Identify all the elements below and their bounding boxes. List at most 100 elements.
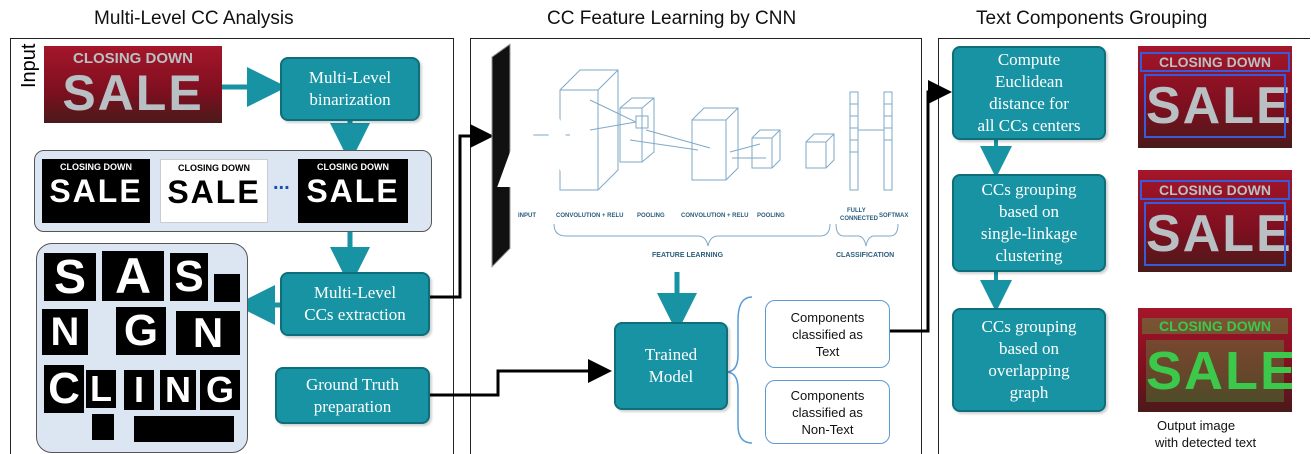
binarized-1-top: CLOSING DOWN: [60, 162, 132, 172]
binarized-ellipsis: ...: [273, 172, 290, 194]
output-caption-1: Output image: [1157, 418, 1236, 433]
cnn-label-feature-learning: FEATURE LEARNING: [652, 252, 724, 259]
component-blob-1: [92, 414, 114, 440]
cnn-fc-column: [849, 91, 859, 191]
cc-extraction-step: Multi-Level CCs extraction: [280, 272, 430, 336]
classification-brace: [725, 296, 753, 444]
ground-truth-line-2: preparation: [313, 396, 392, 416]
cnn-class-bracket: [835, 223, 899, 247]
component-l: L: [86, 370, 116, 408]
cnn-link-2: [589, 99, 637, 123]
connector-groundtruth-to-model: [430, 359, 612, 397]
cnn-label-softmax: SOFTMAX: [879, 213, 909, 219]
text-box-line-1: Components: [790, 309, 865, 325]
cnn-pool1-block: [619, 97, 655, 163]
euclidean-line-1: Compute: [997, 50, 1061, 69]
binarized-3-bottom: SALE: [306, 173, 400, 209]
overlapping-line-4: graph: [1009, 383, 1049, 402]
cnn-feature-bracket: [553, 223, 831, 247]
binarized-2-top: CLOSING DOWN: [178, 163, 250, 173]
component-blob-2: [134, 416, 234, 442]
panel-title-cc-analysis: Multi-Level CC Analysis: [94, 8, 294, 29]
connector-extraction-to-cnn: [430, 124, 494, 299]
euclidean-step: Compute Euclidean distance for all CCs c…: [952, 46, 1106, 140]
binarization-line-2: binarization: [309, 90, 391, 109]
cnn-pool3-block: [805, 133, 835, 169]
single-linkage-step: CCs grouping based on single-linkage clu…: [952, 174, 1106, 272]
overlapping-step: CCs grouping based on overlapping graph: [952, 308, 1106, 412]
single-linkage-line-3: single-linkage: [980, 224, 1078, 243]
result-image-3: CLOSING DOWN SALE: [1138, 308, 1292, 412]
cnn-link-6: [729, 143, 761, 153]
text-box-line-3: Text: [815, 343, 840, 359]
ground-truth-line-1: Ground Truth: [305, 374, 400, 394]
nontext-box-line-1: Components: [790, 387, 865, 403]
cnn-softmax-column: [883, 91, 893, 191]
panel-cnn: [470, 38, 922, 454]
panel-title-grouping: Text Components Grouping: [976, 8, 1208, 29]
overlapping-line-3: overlapping: [988, 361, 1070, 380]
overlapping-line-2: based on: [999, 339, 1059, 358]
euclidean-line-2: Euclidean: [995, 72, 1063, 91]
result-3-top: CLOSING DOWN: [1142, 318, 1288, 334]
nontext-box-line-3: Non-Text: [801, 421, 854, 437]
cnn-link-4: [629, 139, 699, 151]
single-linkage-line-4: clustering: [995, 246, 1063, 265]
cnn-link-3: [589, 121, 637, 131]
component-a: A: [102, 251, 164, 301]
input-image: CLOSING DOWN SALE: [44, 46, 222, 123]
input-sign-top: CLOSING DOWN: [73, 50, 193, 67]
cnn-label-pool1: POOLING: [637, 213, 665, 219]
text-box-line-2: classified as: [792, 326, 863, 342]
panel-grouping: [938, 38, 1310, 454]
component-n1: N: [42, 309, 88, 355]
component-i: I: [124, 370, 154, 410]
cnn-label-conv2: CONVOLUTION + RELU: [681, 213, 749, 219]
binarized-2-bottom: SALE: [167, 174, 261, 210]
cnn-label-pool2: POOLING: [757, 213, 785, 219]
binarized-1-bottom: SALE: [49, 173, 143, 209]
component-g: G: [116, 307, 166, 355]
input-label: Input: [18, 43, 40, 88]
euclidean-line-3: distance for: [989, 94, 1069, 113]
panel-title-cnn: CC Feature Learning by CNN: [547, 8, 797, 29]
cc-extraction-line-1: Multi-Level: [313, 283, 397, 302]
component-n3: N: [160, 370, 196, 410]
component-g2: G: [200, 370, 240, 410]
cnn-label-conv1: CONVOLUTION + RELU: [556, 213, 624, 219]
binarized-image-2: CLOSING DOWN SALE: [160, 159, 268, 223]
cnn-pool2-block: [751, 129, 781, 169]
output-caption-2: with detected text: [1155, 435, 1257, 450]
panel-cc-analysis: [10, 38, 454, 454]
cnn-input-frame: [491, 43, 511, 268]
result-3-bottom: SALE: [1146, 340, 1292, 402]
connector-text-to-grouping: [890, 80, 952, 333]
binarization-line-1: Multi-Level: [308, 68, 392, 87]
cnn-label-input: INPUT: [518, 213, 536, 219]
input-sign-bottom: SALE: [62, 65, 204, 121]
cnn-label-fc-1: FULLY: [847, 208, 866, 214]
component-s2: S: [170, 253, 208, 301]
single-linkage-line-2: based on: [999, 202, 1059, 221]
nontext-components-box: Components classified as Non-Text: [765, 380, 890, 444]
result-2-bottom: SALE: [1144, 202, 1292, 266]
binarized-3-top: CLOSING DOWN: [317, 162, 389, 172]
cnn-conv2-block: [691, 107, 739, 181]
text-components-box: Components classified as Text: [765, 300, 890, 368]
cnn-input-letter: A: [494, 69, 588, 215]
result-1-top: CLOSING DOWN: [1140, 52, 1290, 72]
component-s1: S: [44, 253, 96, 301]
single-linkage-line-1: CCs grouping: [981, 180, 1077, 199]
binarized-image-3: CLOSING DOWN SALE: [298, 159, 408, 223]
overlapping-line-1: CCs grouping: [981, 317, 1077, 336]
component-c: C: [44, 365, 84, 413]
cc-extraction-line-2: CCs extraction: [304, 305, 406, 324]
cnn-label-classification: CLASSIFICATION: [836, 252, 895, 259]
result-image-2: CLOSING DOWN SALE: [1138, 170, 1292, 272]
component-dot: [214, 274, 240, 302]
result-2-top: CLOSING DOWN: [1140, 180, 1290, 200]
nontext-box-line-2: classified as: [792, 404, 863, 420]
cnn-link-5: [645, 129, 711, 149]
trained-model-line-1: Trained: [644, 345, 698, 364]
trained-model-line-2: Model: [648, 367, 694, 386]
